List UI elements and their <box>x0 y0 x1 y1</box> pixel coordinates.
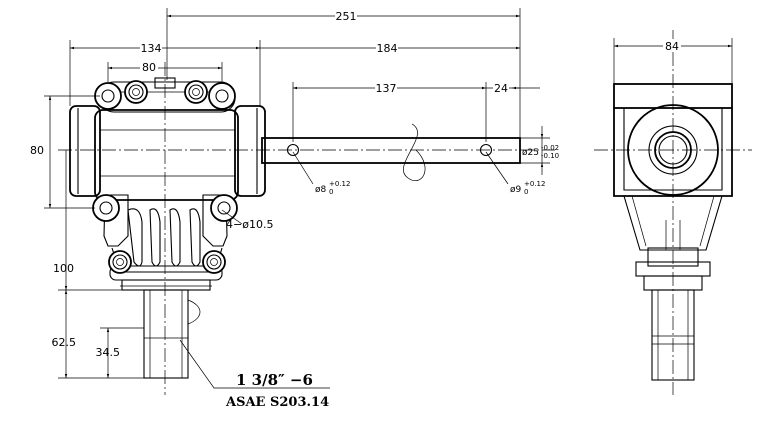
label-shaft-dia-tol-lower: -0.10 <box>541 152 559 160</box>
callout-spline-size: 1 3/8″ −6 <box>236 371 313 389</box>
bolt-boss-lower-right <box>202 250 226 274</box>
label-shaft-dia: ø25 <box>522 148 539 158</box>
dim-housing-width: 134 <box>141 42 162 55</box>
label-hole-large-tol-lower: 0 <box>524 188 528 196</box>
bolt-boss-bottom-right <box>210 194 238 222</box>
dim-side-width: 84 <box>665 40 679 53</box>
bottom-bracket <box>103 194 228 291</box>
dim-hole-spacing: 137 <box>376 82 397 95</box>
label-hole-small-tol-upper: +0.12 <box>329 180 350 188</box>
dim-shaft-length: 184 <box>377 42 398 55</box>
label-hole-small: ø8 <box>315 185 327 195</box>
input-shaft <box>261 123 521 181</box>
bolt-boss-top-right <box>208 82 236 110</box>
bolt-boss-bottom-left <box>92 194 120 222</box>
side-view: 84 <box>594 30 752 395</box>
mounting-holes <box>92 80 238 274</box>
shaft-hole-large <box>479 143 493 157</box>
side-housing <box>613 83 733 197</box>
dim-shaft-end-offset: 24 <box>494 82 508 95</box>
bolt-boss-top-inner-left <box>124 80 148 104</box>
bolt-boss-lower-left <box>108 250 132 274</box>
callout-standard: ASAE S203.14 <box>225 395 329 410</box>
bolt-boss-top-inner-right <box>184 80 208 104</box>
output-shaft <box>143 289 201 379</box>
dim-overall-length: 251 <box>336 10 357 23</box>
gearbox-housing <box>69 105 266 201</box>
dim-spline-length: 34.5 <box>96 346 121 359</box>
front-view: 251 134 184 80 137 24 80 100 <box>30 8 559 410</box>
side-bearing-outer <box>627 104 719 196</box>
side-output-shaft <box>651 289 695 381</box>
label-shaft-dia-tol-upper: -0.02 <box>541 144 559 152</box>
dim-base-height: 100 <box>53 262 74 275</box>
dim-bolt-spacing-top: 80 <box>142 61 156 74</box>
dim-housing-height: 80 <box>30 144 44 157</box>
dim-output-shaft-length: 62.5 <box>52 336 77 349</box>
label-hole-small-tol-lower: 0 <box>329 188 333 196</box>
label-hole-large: ø9 <box>510 185 522 195</box>
label-mount-holes: 4−ø10.5 <box>226 218 273 231</box>
shaft-hole-small <box>286 143 300 157</box>
label-hole-large-tol-upper: +0.12 <box>524 180 545 188</box>
side-base <box>623 195 723 291</box>
